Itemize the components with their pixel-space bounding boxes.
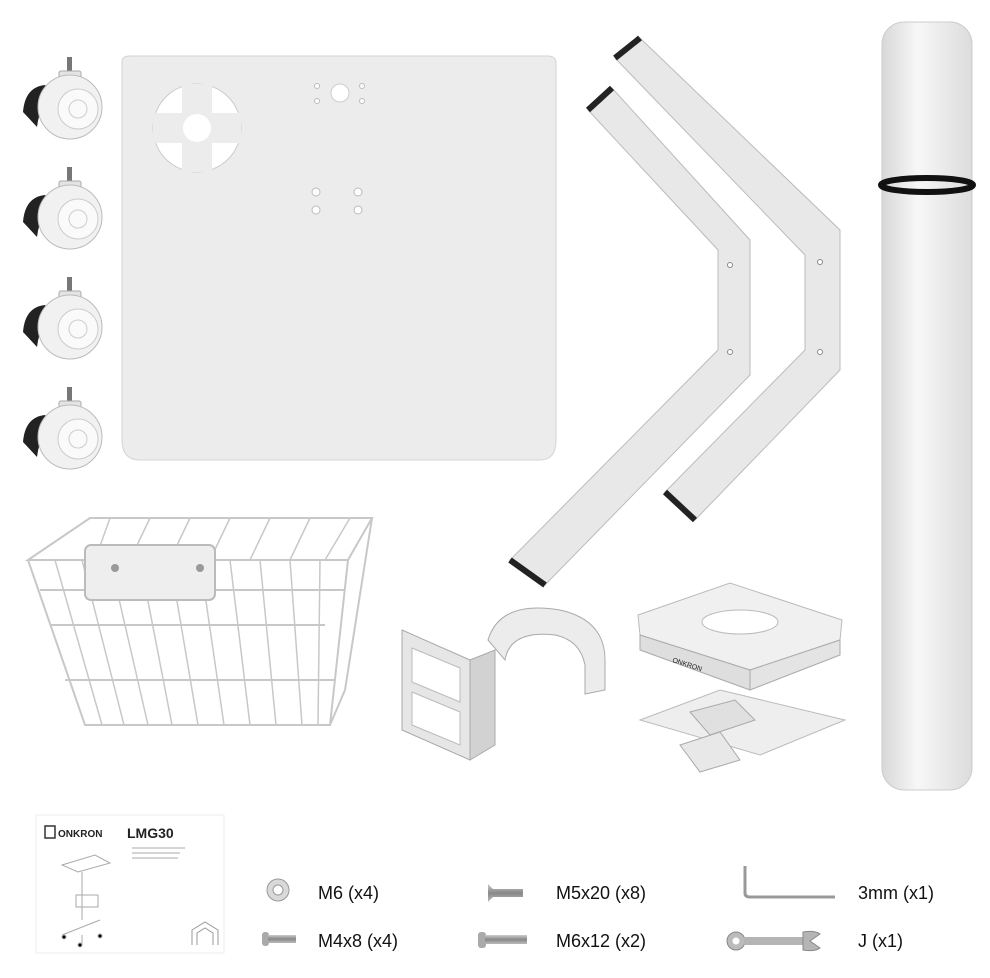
caster-wheel xyxy=(22,166,103,250)
column-pole xyxy=(878,21,976,791)
device-tray-top: ONKRON xyxy=(637,582,843,691)
screw-icon xyxy=(478,932,527,948)
clamp-bracket xyxy=(487,607,606,695)
hardware-label: M6 (x4) xyxy=(318,883,379,903)
manual-brand: ONKRON xyxy=(58,829,102,840)
instruction-manual: ONKRON LMG30 xyxy=(35,814,225,954)
caster-wheel xyxy=(22,56,103,140)
manual-model: LMG30 xyxy=(127,825,174,841)
base-leg xyxy=(508,85,751,588)
top-plate xyxy=(121,55,557,461)
hardware-label: J (x1) xyxy=(858,931,903,951)
basket-bracket xyxy=(401,629,496,761)
base-leg xyxy=(613,35,841,523)
caster-wheel xyxy=(22,276,103,360)
hardware-label: 3mm (x1) xyxy=(858,883,934,903)
wrench-icon xyxy=(726,930,821,952)
countersunk-screw-icon xyxy=(488,884,523,902)
wire-basket xyxy=(24,517,374,726)
nut-icon xyxy=(266,878,290,902)
hex-key-icon xyxy=(743,866,835,899)
hardware-label: M5x20 (x8) xyxy=(556,883,646,903)
device-tray-bottom xyxy=(638,689,847,773)
screw-icon xyxy=(262,932,296,946)
hardware-label: M6x12 (x2) xyxy=(556,931,646,951)
hardware-label: M4x8 (x4) xyxy=(318,931,398,951)
caster-wheel xyxy=(22,386,103,470)
